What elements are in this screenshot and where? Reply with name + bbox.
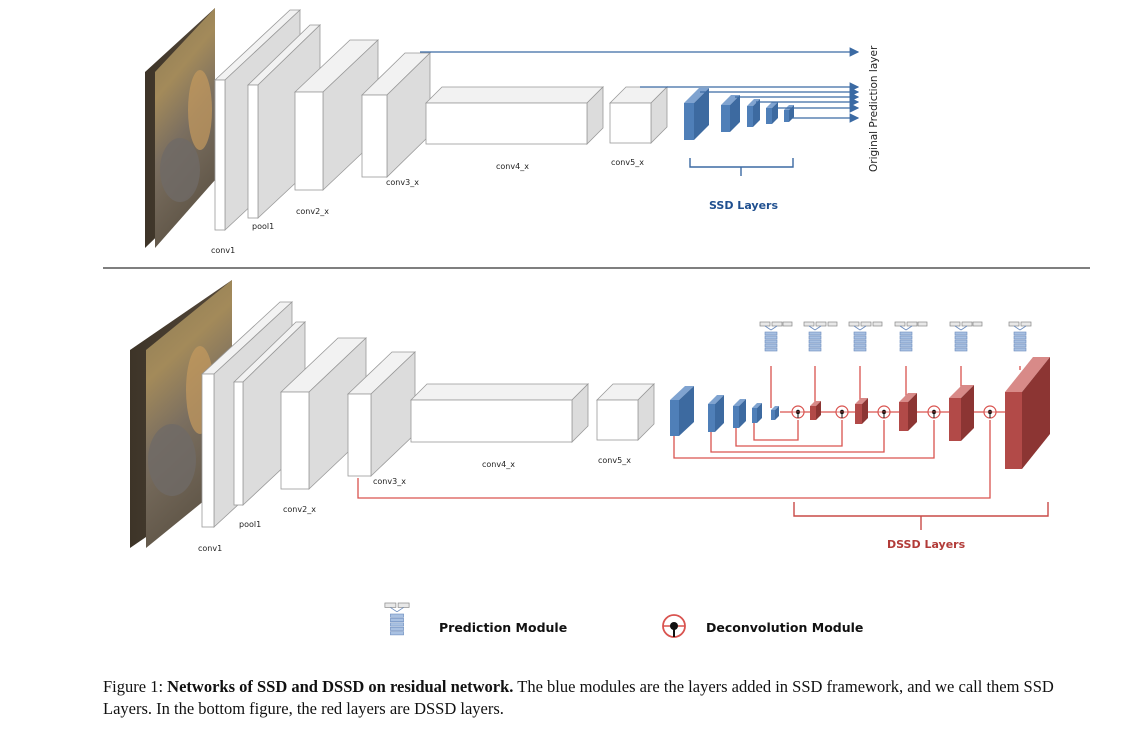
deconvolution-modules (791, 405, 997, 419)
prediction-module-bar (827, 321, 838, 327)
label-conv4-bottom: conv4_x (482, 460, 515, 469)
label-pool1-bottom: pool1 (239, 520, 261, 529)
prediction-module-icon (384, 602, 410, 636)
prediction-module (848, 321, 872, 352)
label-conv1-bottom: conv1 (198, 544, 222, 553)
label-conv3-bottom: conv3_x (373, 477, 406, 486)
conv3-block-bottom (347, 351, 416, 477)
deconvolution-module-icon (662, 614, 686, 638)
label-conv2-top: conv2_x (296, 207, 329, 216)
prediction-module (803, 321, 827, 352)
conv4-block-bottom (410, 383, 589, 443)
conv5-block-bottom (596, 383, 655, 441)
conv5-block-top (609, 86, 668, 144)
prediction-module (384, 602, 410, 636)
prediction-module-bar (917, 321, 928, 327)
caption-bold: Networks of SSD and DSSD on residual net… (167, 677, 514, 696)
prediction-arrows-top (420, 47, 860, 123)
label-conv5-top: conv5_x (611, 158, 644, 167)
label-conv5-bottom: conv5_x (598, 456, 631, 465)
legend-deconvolution-module: Deconvolution Module (706, 620, 863, 635)
prediction-module-bar (782, 321, 793, 327)
label-conv2-bottom: conv2_x (283, 505, 316, 514)
prediction-module (1008, 321, 1032, 352)
conv4-block-top (425, 86, 604, 145)
bottom-network: conv1 pool1 conv2_x conv3_x conv4_x conv… (130, 280, 1050, 553)
label-conv1-top: conv1 (211, 246, 235, 255)
input-image-top (145, 8, 215, 248)
prediction-module-bar (972, 321, 983, 327)
dssd-connectors (357, 366, 1021, 499)
original-prediction-layer-label: Original Prediction layer (868, 45, 880, 172)
caption-prefix: Figure 1: (103, 677, 168, 696)
conv2-block-bottom (279, 337, 368, 490)
dssd-layers-red (810, 357, 1050, 469)
conv3-block-top (361, 52, 431, 178)
dssd-brace (793, 502, 1049, 530)
ssd-brace (689, 158, 794, 176)
label-conv4-top: conv4_x (496, 162, 529, 171)
label-conv3-top: conv3_x (386, 178, 419, 187)
figure-caption: Figure 1: Networks of SSD and DSSD on re… (103, 676, 1103, 720)
legend-prediction-module: Prediction Module (439, 620, 567, 635)
prediction-module-bar (872, 321, 883, 327)
ssd-layers-label: SSD Layers (709, 199, 778, 212)
dssd-layers-label: DSSD Layers (887, 538, 966, 551)
prediction-modules (759, 321, 1032, 352)
caption-rest: The blue modules are the layers added in… (103, 677, 1054, 718)
prediction-module (949, 321, 973, 352)
ssd-layers-bottom (670, 386, 779, 436)
prediction-module (894, 321, 918, 352)
legend: Prediction Module Deconvolution Module (384, 602, 863, 638)
label-pool1-top: pool1 (252, 222, 274, 231)
ssd-layers-top (684, 88, 794, 140)
conv2-block-top (293, 39, 380, 191)
top-network: conv1 pool1 conv2_x conv3_x conv4_x conv… (145, 8, 880, 255)
prediction-module (759, 321, 783, 352)
